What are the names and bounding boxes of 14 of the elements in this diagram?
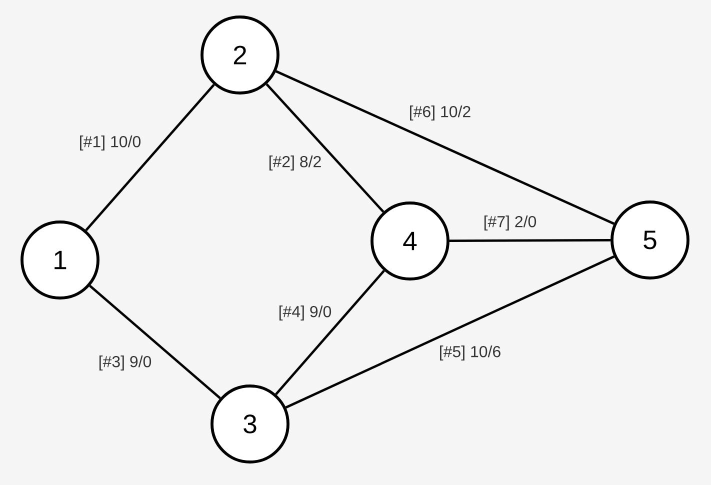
edge-label: [#5] 10/6 [440,346,500,360]
edge-label: [#4] 9/0 [279,306,332,320]
edge-line [266,83,384,213]
edge-line [285,255,615,409]
edge-label: [#1] 10/0 [80,136,140,150]
edge-label: [#2] 8/2 [269,156,321,170]
edge-line [85,84,215,232]
edge-label: [#6] 10/2 [410,106,470,120]
edge-line [89,284,221,400]
edge-line [275,70,615,225]
edge-line [275,270,385,396]
edge-line [449,238,611,242]
edge-label: [#3] 9/0 [99,356,152,370]
edge-label: [#7] 2/0 [484,216,536,230]
